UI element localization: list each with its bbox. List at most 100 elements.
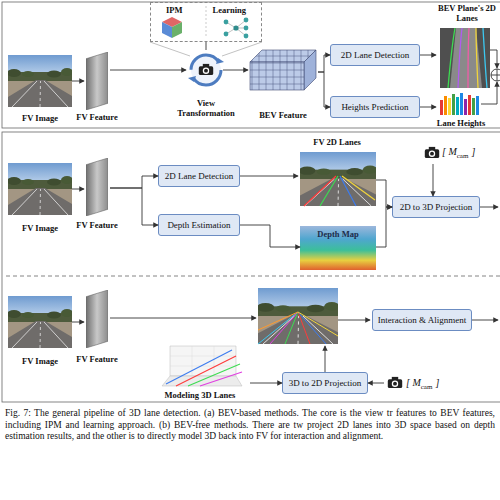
learning-network-icon: [244, 18, 249, 23]
connector-arrow: [72, 81, 84, 82]
view-transform-icon: [188, 76, 196, 82]
node-label: [ M: [406, 377, 421, 388]
bev-lanes-image: [483, 28, 487, 88]
connector-arrow: [72, 189, 84, 190]
bev-lanes-image: [468, 28, 469, 88]
connector-arrow: [240, 225, 300, 247]
connector-arrow: [110, 70, 186, 71]
camera-param: [ Mcam]: [420, 142, 494, 164]
3d-lanes-plot: [170, 356, 236, 357]
fv-lanes-image: [298, 312, 326, 344]
3d-lanes-plot: [192, 346, 193, 376]
node-label: 2D to 3D Projection: [400, 202, 473, 212]
sum-symbol: [491, 69, 500, 81]
node-label: Heights Prediction: [341, 102, 408, 112]
node-label: Modeling 3D Lanes: [165, 391, 236, 401]
method-box: IPMLearning: [150, 2, 262, 42]
lane-heights-chart: [440, 93, 479, 115]
panel-frame: [2, 2, 500, 128]
sum-symbol: [497, 69, 498, 81]
node-label: BEV Feature: [259, 111, 307, 121]
feature-node: BEV Feature: [248, 46, 318, 120]
node-label: ]: [435, 377, 439, 388]
process-box: 3D to 2D Projection: [282, 372, 368, 394]
bev-lanes-image: [448, 28, 455, 88]
process-box: Heights Prediction: [330, 96, 420, 118]
flow-arrow: [223, 70, 226, 71]
image-node: Depth Map: [300, 226, 376, 270]
node-label: [ M: [442, 146, 457, 157]
image-node: FV 2D Lanes: [298, 138, 376, 208]
bev-feature-grid: [250, 50, 316, 90]
connector-arrow: [433, 164, 434, 196]
node-label: Depth Map: [317, 229, 358, 239]
fv-image-photo: [7, 163, 73, 215]
node-label: Depth Estimation: [167, 220, 230, 230]
fv-lanes-image: [258, 312, 298, 330]
connector-arrow: [420, 107, 436, 108]
feature-node: FV Feature: [84, 158, 110, 230]
3d-lanes-plot: [176, 356, 236, 386]
node-label: FV Image: [22, 114, 58, 124]
depth-map-image: [300, 226, 376, 270]
view-transform-icon: [199, 64, 213, 75]
fv-lanes-image: [257, 288, 340, 344]
bev-lanes-image: [458, 28, 462, 88]
process-box: Interaction & Alignment: [372, 309, 472, 331]
image-node: FV Image: [8, 163, 72, 233]
camera-param: [ Mcam]: [384, 373, 464, 393]
lane-heights-chart: [468, 95, 471, 115]
figure-caption: Fig. 7: The general pipeline of 3D lane …: [5, 408, 495, 443]
lane-heights-chart: [476, 96, 479, 115]
node-label: 2D Lane Detection: [341, 50, 409, 60]
connector-arrow: [376, 207, 392, 247]
view-transform-icon: [188, 55, 224, 85]
lane-heights-chart: [448, 98, 451, 115]
flow-arrow: [472, 320, 498, 321]
lane-heights-chart: [472, 98, 475, 115]
image-node: FV Image: [8, 296, 72, 366]
depth-map-image: [300, 226, 376, 270]
connector-arrow: [110, 176, 158, 188]
node-label: FV Feature: [76, 113, 117, 123]
connector-arrow: [72, 322, 84, 323]
camera-icon: [425, 147, 439, 158]
panel-frame: [6, 276, 500, 277]
funnel-line: [222, 42, 262, 56]
node-label: Interaction & Alignment: [378, 315, 466, 325]
process-box: 2D Lane Detection: [330, 44, 420, 66]
fv-feature-slab: [86, 158, 108, 216]
connector-arrow: [376, 180, 392, 207]
flow-arrow: [110, 318, 256, 319]
sum-symbol: [481, 50, 500, 104]
panel-frame: [2, 2, 500, 402]
connector-arrow: [226, 70, 248, 71]
learning-network-icon: [233, 25, 238, 30]
3d-lanes-plot: [200, 372, 242, 386]
feature-node: FV Feature: [84, 290, 110, 364]
image-node: BEV Plane's 2D Lanes: [436, 4, 498, 90]
lane-heights-chart: [440, 100, 443, 115]
fv-image-photo: [7, 296, 73, 348]
node-label: View Transformation: [168, 99, 244, 118]
image-node: Lane Heights: [436, 92, 486, 128]
bev-feature-grid: [304, 50, 316, 90]
divider-line: [206, 6, 207, 38]
sum-symbol: [490, 50, 497, 68]
node-label: FV Feature: [76, 355, 117, 365]
lane-heights-chart: [444, 96, 447, 115]
bev-feature-grid: [250, 62, 304, 90]
image-node: FV Image: [8, 55, 72, 123]
fv-feature-slab: [86, 290, 108, 348]
divider-line: [206, 6, 207, 38]
connector-arrow: [206, 42, 207, 50]
node-label: FV Image: [22, 357, 58, 367]
node-label: ]: [471, 146, 475, 157]
fv-2d-lanes-image: [342, 176, 375, 200]
flow-arrow: [480, 207, 498, 208]
bev-lanes-image: [476, 28, 478, 88]
bev-lanes-image: [440, 28, 490, 88]
node-label: cam: [421, 383, 433, 391]
connector-arrow: [240, 176, 298, 177]
flow-arrow: [325, 346, 326, 372]
